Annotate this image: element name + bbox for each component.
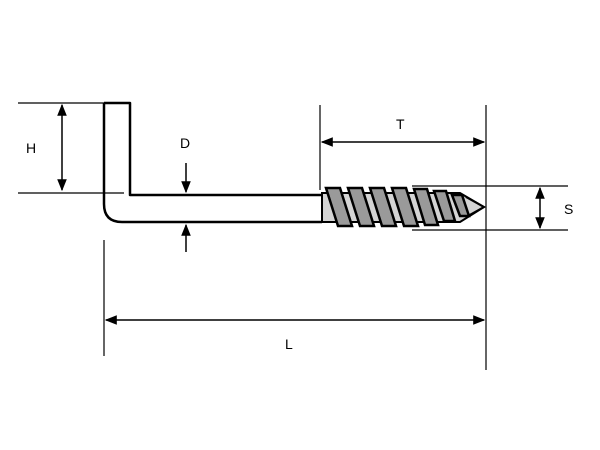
screw-tip: [465, 196, 487, 218]
threaded-shank: [321, 186, 487, 228]
label-t: T: [396, 116, 405, 132]
dimension-s: S: [535, 186, 573, 230]
dimension-l: L: [104, 315, 486, 352]
label-l: L: [285, 336, 293, 352]
label-h: H: [26, 140, 36, 156]
label-s: S: [564, 201, 573, 217]
extension-lines: [18, 102, 568, 370]
thread-ridges: [324, 186, 471, 228]
dimension-t: T: [320, 116, 486, 147]
hook-outline: [102, 101, 322, 224]
screw-hook: [102, 101, 322, 224]
dimension-h: H: [26, 103, 67, 192]
label-d: D: [180, 135, 190, 151]
dimension-d: D: [180, 135, 191, 252]
